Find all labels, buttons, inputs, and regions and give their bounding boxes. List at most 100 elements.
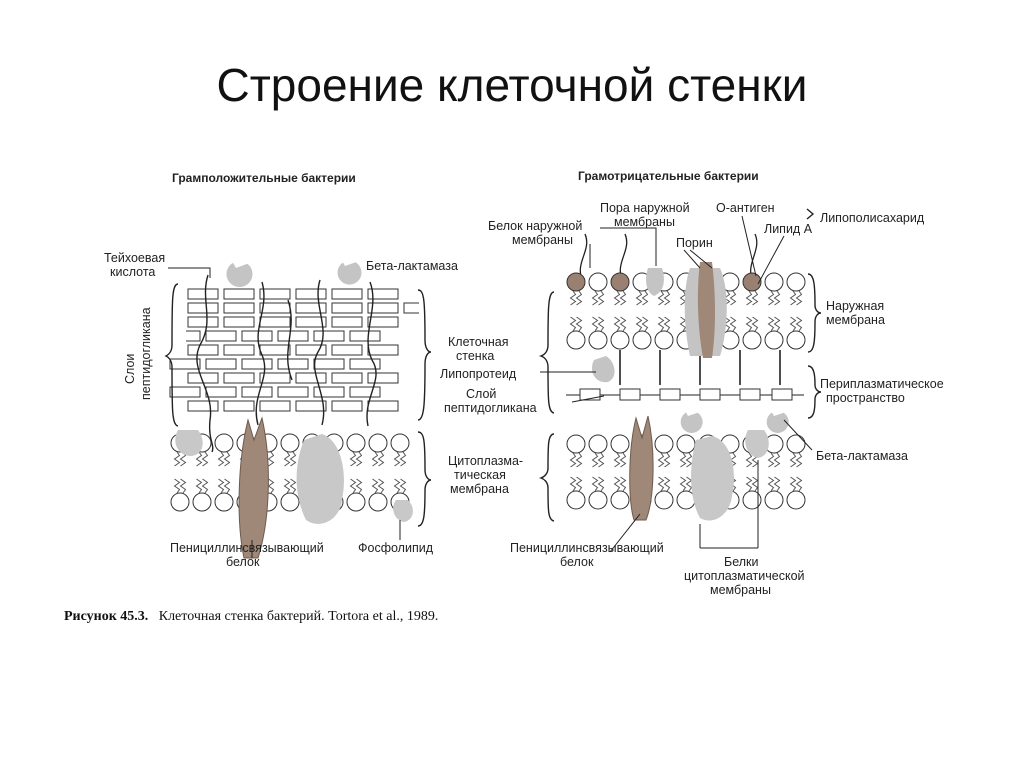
- lipid-head: [214, 433, 234, 453]
- membrane-protein-gp: [296, 434, 344, 524]
- lipid-tail: [569, 476, 577, 492]
- lipid-tail: [173, 451, 181, 467]
- lipid-tail: [613, 290, 621, 306]
- teichoic-acid-chains: [196, 274, 377, 453]
- label-lipoprotein: Липопротеид: [440, 367, 517, 381]
- lipid-tail: [663, 476, 671, 492]
- lipid-tail: [795, 476, 803, 492]
- gn-peptidoglycan-layer: [566, 388, 804, 401]
- lipid-tail: [569, 316, 577, 332]
- lipid-tail: [223, 451, 231, 467]
- lipid-tail: [195, 451, 203, 467]
- label-pbp-gn-2: белок: [560, 555, 594, 569]
- lipid-tail: [371, 478, 379, 494]
- lipid-tail: [179, 478, 187, 494]
- lipid-tail: [399, 478, 407, 494]
- label-beta-lactamase-gn: Бета-лактамаза: [816, 449, 908, 463]
- gn-leader-lines: [540, 215, 813, 553]
- lipid-head: [742, 330, 762, 350]
- gn-labels: Пора наружной мембраны Белок наружной ме…: [440, 201, 944, 597]
- outer-membrane-protein: [646, 268, 664, 296]
- lipid-head: [588, 330, 608, 350]
- lipid-head: [786, 330, 806, 350]
- lipid-tail: [773, 290, 781, 306]
- label-periplasm-1: Периплазматическое: [820, 377, 944, 391]
- lipid-tail: [789, 290, 797, 306]
- gp-braces: [164, 283, 432, 527]
- lipid-tail: [393, 478, 401, 494]
- gn-cytoplasmic-membrane: [566, 434, 806, 510]
- lipid-tail: [773, 452, 781, 468]
- lipid-tail: [745, 452, 753, 468]
- lipid-head: [786, 434, 806, 454]
- gram-positive-header: Грамположительные бактерии: [172, 171, 356, 185]
- lipid-head: [676, 434, 696, 454]
- inner-membrane-heads-top: [566, 434, 806, 454]
- lipid-tail: [773, 316, 781, 332]
- lipid-head: [764, 330, 784, 350]
- lipid-tail: [217, 478, 225, 494]
- lipid-head: [368, 433, 388, 453]
- lipid-head: [610, 434, 630, 454]
- penicillin-binding-protein-gn: [629, 415, 654, 521]
- lipid-tail: [795, 316, 803, 332]
- label-cyto-2: тическая: [454, 468, 506, 482]
- lipid-tail: [773, 476, 781, 492]
- label-lipid-a: Липид А: [764, 222, 813, 236]
- lipid-tail: [663, 316, 671, 332]
- surface-blob-gn: [745, 430, 769, 458]
- lipid-head: [786, 272, 806, 292]
- label-outer-membrane-2: мембрана: [826, 313, 885, 327]
- label-o-antigen: О-антиген: [716, 201, 775, 215]
- lipid-tail: [729, 290, 737, 306]
- lipid-tail: [173, 478, 181, 494]
- inner-membrane-heads-bottom: [566, 490, 806, 510]
- lipid-tail: [355, 478, 363, 494]
- phospholipid-heads-top: [170, 433, 410, 453]
- lipid-head: [654, 434, 674, 454]
- lipid-head: [390, 433, 410, 453]
- lipid-tail: [569, 452, 577, 468]
- lipid-tail: [767, 452, 775, 468]
- label-pg-layers-2: пептидогликана: [139, 307, 153, 400]
- lipoprotein-blob: [591, 356, 615, 383]
- peptidoglycan-layers: [168, 287, 419, 413]
- lipid-tail: [267, 478, 275, 494]
- lipid-head: [280, 492, 300, 512]
- lipid-head: [588, 490, 608, 510]
- lipid-tail: [663, 452, 671, 468]
- lipid-head: [654, 490, 674, 510]
- lipid-tail: [657, 316, 665, 332]
- lipid-tail: [289, 478, 297, 494]
- gram-negative-header: Грамотрицательные бактерии: [578, 169, 759, 183]
- lipid-tail: [679, 316, 687, 332]
- lipid-head: [214, 492, 234, 512]
- lipid-tail: [751, 316, 759, 332]
- lipid-tail: [685, 476, 693, 492]
- lipid-tail: [393, 451, 401, 467]
- lipid-head: [742, 272, 762, 292]
- label-omp-1: Белок наружной: [488, 219, 582, 233]
- label-pbp-gp-2: белок: [226, 555, 260, 569]
- lipid-tail: [767, 290, 775, 306]
- label-phospholipid: Фосфолипид: [358, 541, 434, 555]
- lipid-tail: [679, 290, 687, 306]
- lipid-tail: [355, 451, 363, 467]
- lipid-tail: [349, 451, 357, 467]
- phospholipid-marker: [393, 500, 413, 522]
- label-pore-1: Пора наружной: [600, 201, 690, 215]
- phospholipid-heads-bottom: [170, 492, 410, 512]
- lipid-tail: [399, 451, 407, 467]
- lipid-head: [764, 490, 784, 510]
- label-beta-lactamase-gp: Бета-лактамаза: [366, 259, 458, 273]
- lipid-tail: [767, 476, 775, 492]
- lipid-head: [280, 433, 300, 453]
- lipid-tail: [597, 476, 605, 492]
- slide-title: Строение клеточной стенки: [216, 59, 808, 111]
- label-pore-2: мембраны: [614, 215, 675, 229]
- label-lps: Липополисахарид: [820, 211, 925, 225]
- label-teichoic-2: кислота: [110, 265, 155, 279]
- lipid-head: [566, 330, 586, 350]
- lipid-tail: [195, 478, 203, 494]
- lipid-head: [170, 492, 190, 512]
